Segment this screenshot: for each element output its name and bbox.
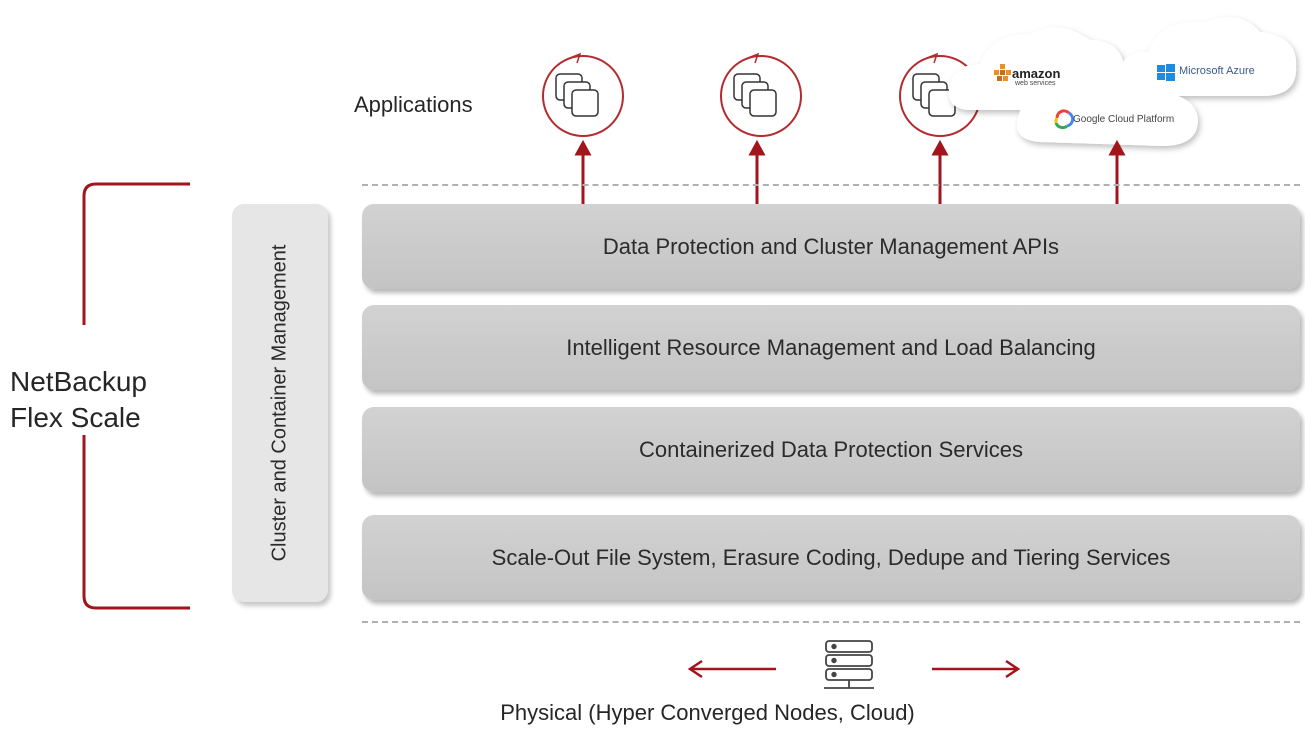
layer-apis: Data Protection and Cluster Management A… [362,204,1300,289]
api-arrows [574,139,1126,204]
left-arrow-icon [687,659,776,679]
bracket-label: NetBackup Flex Scale [10,364,190,436]
cluster-management-panel: Cluster and Container Management [232,204,328,602]
applications-label: Applications [354,92,473,117]
app-container-icon [542,52,624,137]
azure-logo-icon [1157,64,1175,81]
cluster-management-label: Cluster and Container Management [268,244,291,562]
flex-scale-bracket [82,182,190,610]
google-cloud-logo-icon [1054,109,1075,130]
app-container-icon [899,52,981,137]
bracket-label-line1: NetBackup [10,366,147,397]
layer-containerized-services: Containerized Data Protection Services [362,407,1300,492]
server-stack-icon [824,640,874,689]
aws-logo-icon [994,64,1011,81]
physical-label: Physical (Hyper Converged Nodes, Cloud) [500,700,915,725]
bracket-label-line2: Flex Scale [10,402,141,433]
bottom-dashed-separator [362,621,1300,623]
aws-label: amazon [1012,66,1061,81]
azure-label: Microsoft Azure [1179,65,1255,77]
google-cloud-label: Google Cloud Platform [1073,114,1175,125]
aws-sublabel: web services [1015,80,1056,87]
layer-resource-management: Intelligent Resource Management and Load… [362,305,1300,390]
right-arrow-icon [932,659,1021,679]
app-container-icon [720,52,802,137]
top-dashed-separator [362,184,1300,186]
layer-file-system: Scale-Out File System, Erasure Coding, D… [362,515,1300,600]
cloud-group [948,16,1297,146]
